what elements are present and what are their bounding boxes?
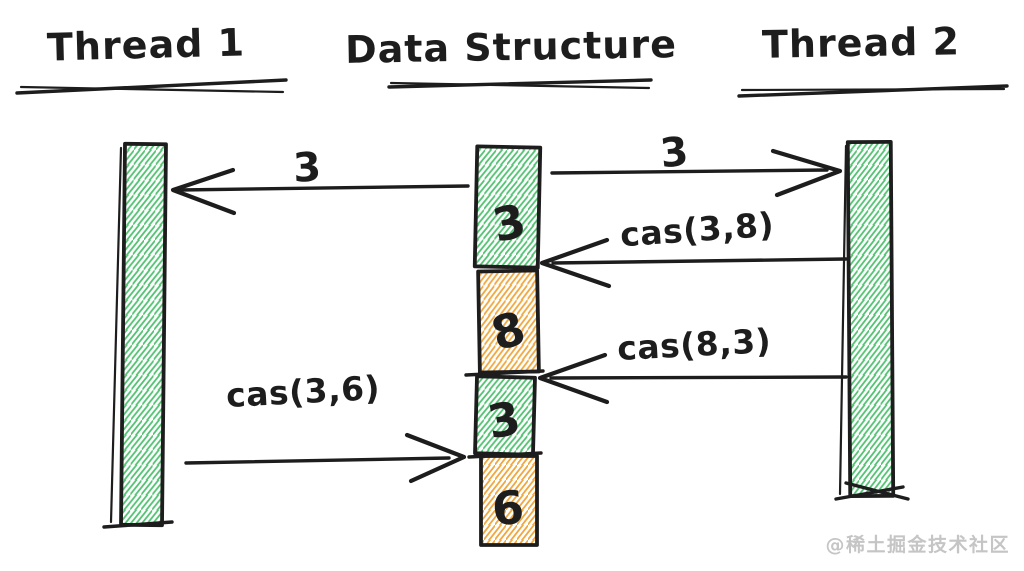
ds-cell-2: 8	[476, 268, 541, 375]
thread2-underline	[737, 84, 1009, 98]
arrow-label: cas(8,3)	[616, 321, 772, 368]
thread2-lifeline-bar	[834, 139, 910, 501]
data-structure-title: Data Structure	[345, 22, 678, 72]
thread1-underline	[15, 78, 288, 95]
data-structure-stack: 3 8 3 6	[464, 144, 545, 547]
ds-cell-1: 3	[472, 144, 543, 270]
data-structure-underline	[387, 78, 653, 90]
arrowhead-right-icon	[404, 432, 467, 484]
arrow-shaft	[551, 257, 848, 265]
column-header-thread2: Thread 2	[737, 19, 1009, 98]
arrowhead-left-icon	[539, 237, 612, 289]
arrowhead-left-icon	[537, 352, 610, 405]
thread2-title: Thread 2	[762, 19, 961, 66]
arrow-label: cas(3,8)	[619, 205, 775, 255]
message-cas-3-6: cas(3,6)	[184, 368, 467, 484]
message-cas-8-3: cas(8,3)	[537, 321, 848, 405]
thread1-lifeline-bar	[102, 141, 174, 529]
message-cas-3-8: cas(3,8)	[539, 205, 848, 289]
arrow-shaft	[184, 456, 451, 465]
arrow-label: cas(3,6)	[225, 368, 381, 415]
thread1-title: Thread 1	[46, 20, 245, 69]
arrow-shaft	[549, 375, 848, 380]
ds-cell-4-value: 6	[490, 480, 526, 536]
arrowhead-right-icon	[770, 148, 843, 198]
arrowhead-left-icon	[170, 167, 237, 216]
ds-junction-line-1	[464, 369, 545, 377]
message-read-3-to-thread2: 3	[550, 129, 843, 198]
arrow-label: 3	[292, 144, 322, 191]
ds-cell-1-box	[472, 144, 543, 270]
message-read-3-to-thread1: 3	[170, 144, 470, 216]
watermark-text: @稀土掘金技术社区	[825, 533, 1010, 556]
ds-junction-line-2	[467, 451, 543, 459]
column-header-thread1: Thread 1	[15, 20, 288, 95]
arrow-shaft	[550, 168, 829, 175]
arrow-shaft	[177, 184, 470, 192]
ds-cell-3: 3	[473, 374, 537, 457]
ds-cell-4: 6	[479, 454, 539, 547]
column-header-data-structure: Data Structure	[345, 22, 678, 90]
arrow-label: 3	[658, 129, 690, 178]
